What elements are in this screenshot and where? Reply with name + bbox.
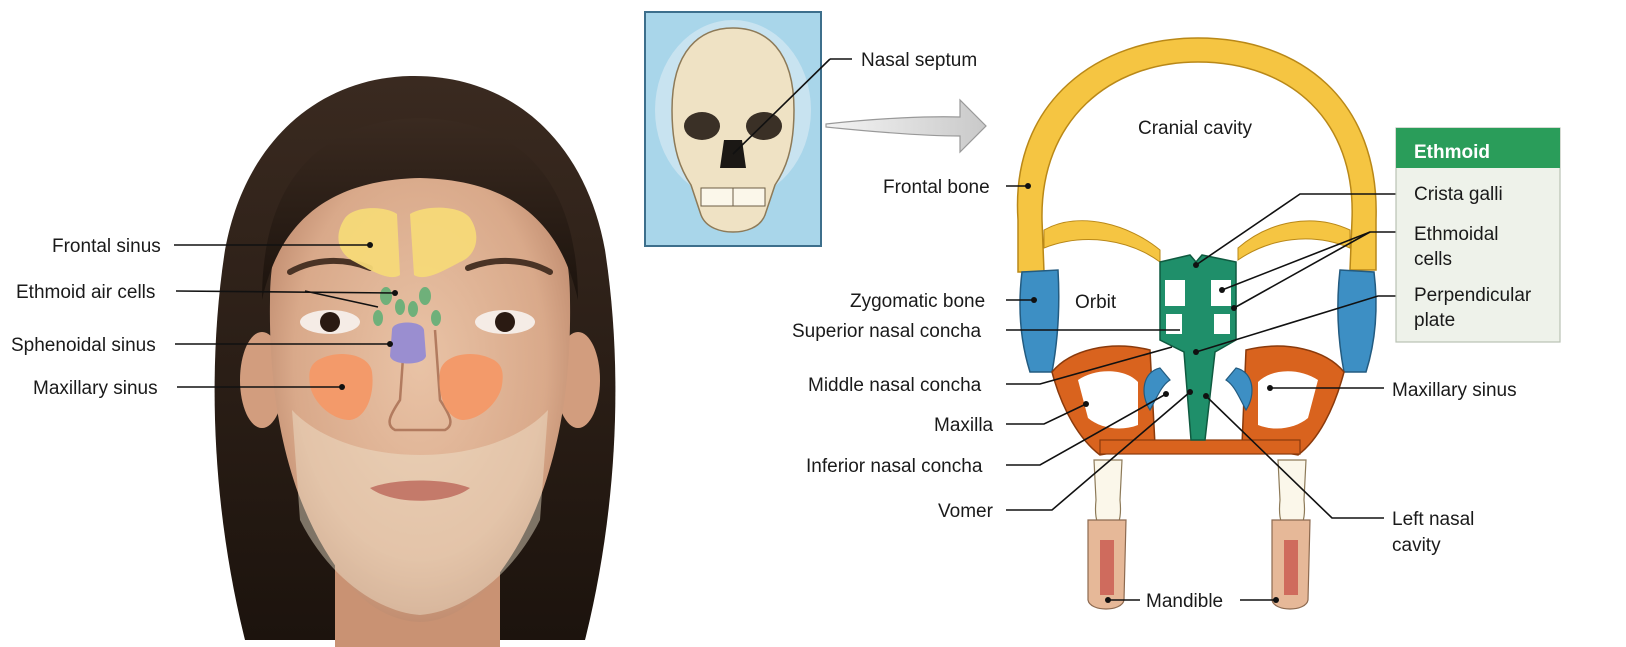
sphenoidal-sinus-shape [390,323,426,364]
leader-dot [1219,287,1225,293]
label-frontal-sinus: Frontal sinus [52,236,161,257]
leader-dot [1105,597,1111,603]
ethmoid-cell-2 [419,287,431,305]
leader-dot [1267,385,1273,391]
leader-dot [1187,389,1193,395]
ethmoid-cell-6 [408,301,418,317]
leader-dot [1231,305,1237,311]
ethmoid-cell-3 [373,310,383,326]
label-ethmoid-air-cells: Ethmoid air cells [16,282,155,303]
leader-dot [367,242,373,248]
right-iris [495,312,515,332]
leader-dot [387,341,393,347]
leader-dot [339,384,345,390]
skull-inset [645,12,821,246]
ethmoid-cell-left-2 [1166,314,1182,334]
ethmoid-title: Ethmoid [1414,142,1490,163]
leader-dot [1031,297,1037,303]
label-orbit: Orbit [1075,292,1117,313]
label-crista-galli: Crista galli [1414,184,1503,205]
transition-arrow [826,100,986,152]
label-vomer: Vomer [938,501,994,522]
label-nasal-septum: Nasal septum [861,50,977,71]
zygomatic-left-shape [1020,270,1059,372]
leader-dot [1083,401,1089,407]
leader-dot [1163,391,1169,397]
label-maxillary-sinus-face: Maxillary sinus [33,378,158,399]
ethmoid-cell-5 [395,299,405,315]
label-sphenoidal-sinus: Sphenoidal sinus [11,335,156,356]
label-inferior-nasal-concha: Inferior nasal concha [806,456,983,477]
label-maxillary-sinus-section: Maxillary sinus [1392,380,1517,401]
left-iris [320,312,340,332]
label-cranial-cavity: Cranial cavity [1138,118,1253,139]
leader-dot [1025,183,1031,189]
label-middle-nasal-concha: Middle nasal concha [808,375,982,396]
label-perpendicular-plate-line2: plate [1414,310,1455,331]
hard-palate [1100,440,1300,454]
label-mandible: Mandible [1146,591,1223,612]
leader-dot [1193,349,1199,355]
zygomatic-right-shape [1338,270,1376,372]
ethmoid-cell-1 [380,287,392,305]
mandible-right-marrow [1284,540,1298,595]
ethmoid-cell-right-2 [1214,314,1230,334]
ethmoid-cell-left [1165,280,1185,306]
ethmoid-cell-right [1211,280,1231,306]
leader-dot [392,290,398,296]
label-superior-nasal-concha: Superior nasal concha [792,321,981,342]
label-left-nasal-cavity-line2: cavity [1392,535,1441,556]
leader-dot [1273,597,1279,603]
label-zygomatic-bone: Zygomatic bone [850,291,985,312]
label-frontal-bone: Frontal bone [883,177,990,198]
leader-dot [1193,262,1199,268]
frontal-bone-inner [1044,221,1160,262]
label-maxilla: Maxilla [934,415,994,436]
ethmoid-cell-4 [431,310,441,326]
label-ethmoidal-cells-line2: cells [1414,249,1452,270]
frontal-bone-inner-right [1238,221,1350,260]
leader-dot [1203,393,1209,399]
label-left-nasal-cavity-line1: Left nasal [1392,509,1474,530]
label-perpendicular-plate-line1: Perpendicular [1414,285,1532,306]
left-orbit [684,112,720,140]
label-ethmoidal-cells-line1: Ethmoidal [1414,224,1499,245]
face-illustration [215,76,616,647]
mandible-left-marrow [1100,540,1114,595]
